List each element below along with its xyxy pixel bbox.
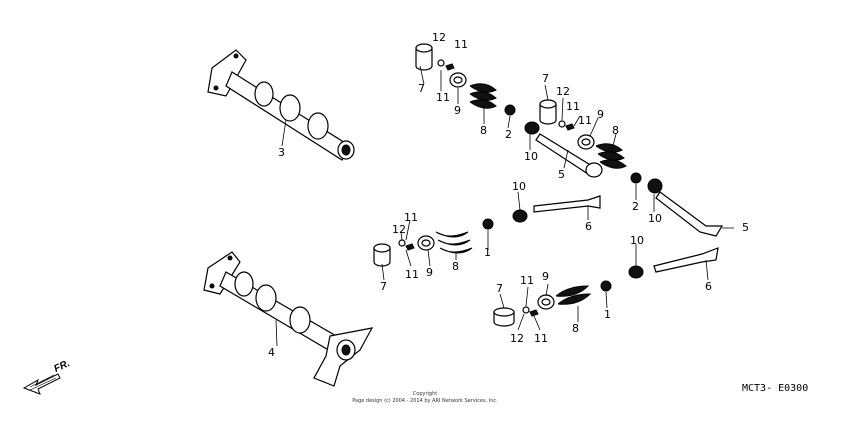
callout-6: 6 [585, 220, 592, 233]
callout-7: 7 [542, 72, 549, 85]
callout-9: 9 [454, 104, 461, 117]
callout-9: 9 [426, 266, 433, 279]
callout-9: 9 [597, 108, 604, 121]
callout-5: 5 [558, 168, 565, 181]
callout-7: 7 [380, 280, 387, 293]
callout-8: 8 [572, 322, 579, 335]
diagram-code: MCT3- E0300 [742, 383, 809, 394]
callout-6: 6 [705, 280, 712, 293]
callout-5: 5 [742, 221, 749, 234]
callout-10: 10 [512, 180, 526, 193]
valve-group-a[interactable] [415, 43, 516, 116]
callout-11: 11 [578, 114, 592, 127]
valve-group-c[interactable] [512, 195, 601, 223]
callout-2: 2 [632, 200, 639, 213]
callout-11: 11 [405, 268, 419, 281]
copyright-notice: Page design (c) 2004 - 2014 by ARI Netwo… [352, 398, 498, 404]
callout-labels: 12 11 7 11 9 8 2 3 7 12 11 11 9 8 10 5 2… [268, 31, 749, 359]
callout-8: 8 [612, 124, 619, 137]
camshaft-upper[interactable] [207, 49, 355, 161]
callout-12: 12 [392, 223, 406, 236]
copyright-title: Copyright [412, 391, 438, 397]
valve-group-e[interactable] [493, 247, 719, 327]
callout-11: 11 [566, 100, 580, 113]
callout-10: 10 [648, 212, 662, 225]
callout-8: 8 [452, 260, 459, 273]
valve-group-b[interactable] [524, 99, 724, 237]
callout-7: 7 [496, 282, 503, 295]
valve-group-d[interactable] [373, 218, 494, 267]
camshaft-lower[interactable] [203, 251, 374, 387]
callout-1: 1 [484, 246, 491, 259]
callout-2: 2 [505, 128, 512, 141]
callout-4: 4 [268, 346, 275, 359]
front-direction-arrow-icon [22, 373, 61, 395]
callout-11: 11 [436, 91, 450, 104]
callout-11: 11 [534, 332, 548, 345]
callout-10: 10 [524, 150, 538, 163]
callout-12: 12 [556, 85, 570, 98]
callout-9: 9 [542, 270, 549, 283]
callout-8: 8 [480, 124, 487, 137]
callout-11: 11 [404, 211, 418, 224]
callout-11: 11 [520, 274, 534, 287]
callout-12: 12 [510, 332, 524, 345]
callout-3: 3 [278, 146, 285, 159]
callout-1: 1 [604, 308, 611, 321]
callout-10: 10 [630, 234, 644, 247]
callout-12: 12 [432, 31, 446, 44]
callout-11: 11 [454, 38, 468, 51]
leader-lines [275, 65, 734, 347]
callout-7: 7 [418, 82, 425, 95]
